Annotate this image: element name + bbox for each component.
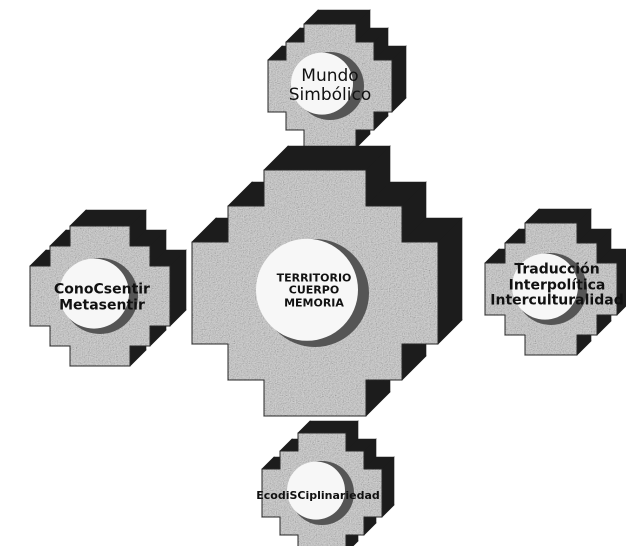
hole-center	[512, 253, 578, 320]
node-text-line: ConoCsentir	[54, 281, 150, 298]
node-territorio-cuerpo-memoria: TERRITORIO CUERPO MEMORIA	[276, 271, 352, 310]
hole-center	[291, 52, 353, 115]
node-text-line: Simbólico	[288, 85, 372, 105]
cross-shape-bottom	[261, 420, 395, 546]
node-text-line: TERRITORIO	[276, 271, 352, 285]
node-text-line: MEMORIA	[284, 296, 344, 310]
cross-shape-left	[29, 209, 187, 367]
hole-center	[59, 258, 129, 329]
hole-center	[256, 238, 358, 341]
node-text-line: Interpolítica	[508, 277, 606, 294]
node-traduccion: Traducción Interpolítica Interculturalid…	[490, 262, 623, 309]
node-text-line: CUERPO	[288, 283, 340, 297]
node-mundo-simbolico: Mundo Simbólico	[288, 65, 372, 105]
cross-shape-top	[267, 9, 407, 149]
node-text-line: EcodiSCiplinariedad	[256, 488, 380, 502]
cross-shape-center	[191, 145, 463, 417]
node-text-line: Interculturalidad	[490, 292, 624, 309]
node-conocsentir: ConoCsentir Metasentir	[54, 282, 150, 313]
hole-center	[287, 461, 345, 520]
cross-shape-right	[484, 208, 626, 356]
node-ecodisciplinariedad: EcodiSCiplinariedad	[256, 488, 380, 502]
node-text-line: Metasentir	[59, 297, 145, 313]
node-text-line: Mundo	[301, 65, 359, 86]
node-text-line: Traducción	[514, 261, 600, 278]
